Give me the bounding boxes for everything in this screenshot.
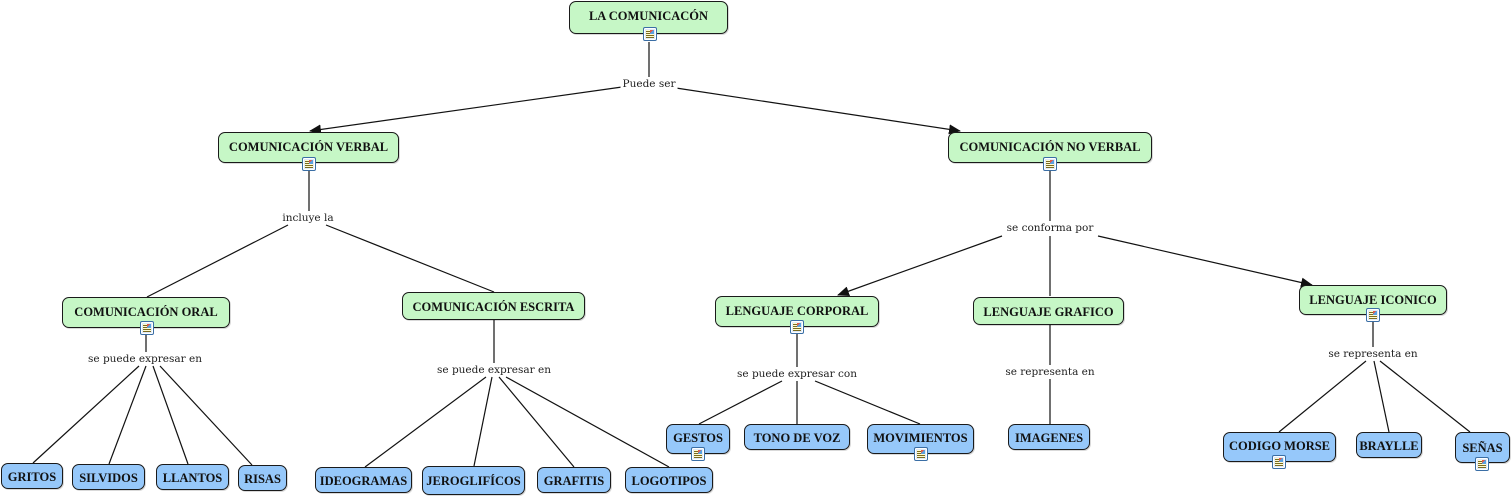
connection-line — [1379, 360, 1471, 433]
linking-phrase: Puede ser — [620, 78, 678, 90]
connection-line — [1278, 360, 1367, 433]
connection-line — [152, 365, 189, 465]
connection-line — [32, 365, 140, 464]
concept-ideogramas[interactable]: IDEOGRAMAS — [315, 467, 412, 493]
connection-line — [473, 376, 493, 467]
connection-line — [814, 380, 921, 425]
concept-grafico[interactable]: LENGUAJE GRAFICO — [973, 297, 1124, 325]
concept-label: LOGOTIPOS — [631, 474, 707, 488]
concept-escrita[interactable]: COMUNICACIÓN ESCRITA — [402, 292, 585, 320]
linking-phrase: se puede expresar en — [86, 353, 204, 365]
concept-tono[interactable]: TONO DE VOZ — [744, 424, 850, 450]
concept-label: JEROGLIFÍCOS — [426, 474, 521, 488]
concept-gritos[interactable]: GRITOS — [1, 463, 63, 489]
concept-label: LLANTOS — [162, 471, 223, 485]
linking-phrase: incluye la — [280, 212, 336, 224]
resource-icon[interactable] — [643, 27, 657, 41]
concept-label: GRAFITIS — [543, 474, 605, 488]
connection-line — [309, 86, 623, 135]
concept-label: SILVIDOS — [79, 471, 138, 485]
concept-llantos[interactable]: LLANTOS — [156, 464, 229, 490]
connection-line — [698, 380, 783, 425]
concept-label: RISAS — [244, 472, 281, 486]
resource-icon[interactable] — [1366, 308, 1380, 322]
concept-label: LENGUAJE GRAFICO — [983, 305, 1114, 319]
concept-label: LENGUAJE ICONICO — [1309, 293, 1437, 307]
concept-label: BRAYLLE — [1359, 439, 1419, 453]
concept-risas[interactable]: RISAS — [238, 465, 287, 491]
concept-label: LENGUAJE CORPORAL — [725, 304, 869, 318]
resource-icon[interactable] — [914, 447, 928, 461]
resource-icon[interactable] — [302, 157, 316, 171]
connection-line — [675, 87, 961, 135]
connection-line — [498, 376, 575, 468]
connection-line — [325, 224, 495, 293]
linking-phrase: se representa en — [1326, 348, 1420, 360]
concept-label: COMUNICACIÓN VERBAL — [228, 140, 389, 154]
connection-line — [364, 376, 487, 468]
concept-braylle[interactable]: BRAYLLE — [1356, 432, 1422, 458]
connection-line — [1097, 235, 1313, 288]
resource-icon[interactable] — [1475, 457, 1489, 471]
concept-imagenes[interactable]: IMAGENES — [1008, 424, 1090, 450]
connection-line — [1373, 360, 1390, 433]
concept-label: GESTOS — [673, 431, 723, 445]
linking-phrase: se representa en — [1003, 366, 1097, 378]
concept-label: COMUNICACIÓN ORAL — [74, 305, 218, 319]
linking-phrase: se conforma por — [1004, 222, 1096, 234]
concept-jeroglificos[interactable]: JEROGLIFÍCOS — [422, 466, 525, 495]
concept-silvidos[interactable]: SILVIDOS — [72, 464, 145, 490]
connection-line — [837, 235, 1003, 296]
linking-phrase: se puede expresar en — [435, 364, 553, 376]
connection-line — [159, 365, 253, 466]
concept-label: IDEOGRAMAS — [319, 474, 408, 488]
concept-label: CODIGO MORSE — [1228, 439, 1331, 453]
concept-logotipos[interactable]: LOGOTIPOS — [625, 467, 713, 493]
linking-phrase: se puede expresar con — [735, 368, 859, 380]
concept-gestos[interactable]: GESTOS — [666, 424, 730, 454]
connection-line — [146, 224, 289, 298]
concept-label: LA COMUNICACÓN — [588, 9, 709, 23]
concept-grafitis[interactable]: GRAFITIS — [537, 467, 611, 493]
resource-icon[interactable] — [1043, 157, 1057, 171]
connection-line — [108, 365, 147, 465]
concept-morse[interactable]: CODIGO MORSE — [1223, 432, 1336, 462]
concept-label: MOVIMIENTOS — [873, 431, 968, 445]
resource-icon[interactable] — [790, 320, 804, 334]
resource-icon[interactable] — [1272, 455, 1286, 469]
concept-label: TONO DE VOZ — [753, 431, 841, 445]
concept-label: SEÑAS — [1462, 441, 1503, 455]
resource-icon[interactable] — [140, 321, 154, 335]
connection-line — [505, 376, 670, 468]
resource-icon[interactable] — [691, 447, 705, 461]
concept-label: IMAGENES — [1014, 431, 1084, 445]
concept-label: COMUNICACIÓN ESCRITA — [412, 300, 575, 314]
concept-label: COMUNICACIÓN NO VERBAL — [959, 140, 1141, 154]
concept-label: GRITOS — [7, 470, 57, 484]
